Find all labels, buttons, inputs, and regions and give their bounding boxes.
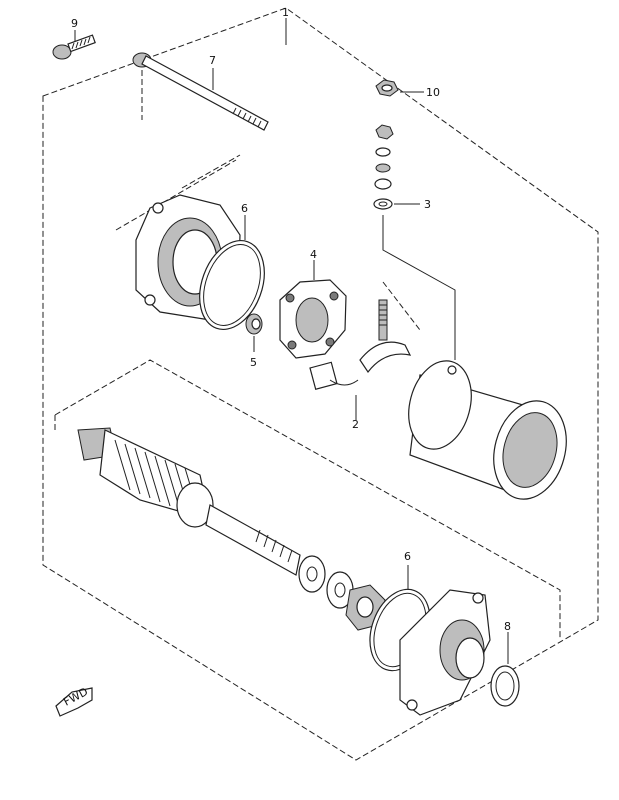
through-bolt-part-7 (132, 52, 269, 131)
callout-9: 9 (71, 17, 78, 30)
callout-8: 8 (504, 620, 511, 633)
bearing-part-5 (245, 313, 263, 335)
callout-1: 1 (282, 6, 289, 19)
shaft-washers (298, 555, 386, 631)
callout-3: 3 (424, 198, 431, 211)
assembly-boundary (42, 7, 599, 761)
callout-5: 5 (250, 356, 257, 369)
motor-yoke (408, 360, 567, 500)
callout-2: 2 (352, 418, 359, 431)
callout-6-bottom: 6 (404, 550, 411, 563)
callout-7: 7 (209, 54, 216, 67)
seal-ring-part-8 (490, 665, 520, 707)
callout-6-top: 6 (241, 202, 248, 215)
armature (77, 427, 301, 576)
brush-holder-part-2 (309, 299, 412, 390)
nut-part-10 (375, 79, 399, 97)
front-housing (399, 589, 491, 716)
bolt-part-9 (52, 34, 96, 60)
forward-arrow-icon: FWD (55, 685, 93, 717)
callout-10: 10 (426, 86, 440, 99)
o-ring-part-6-top (199, 239, 265, 331)
callout-4: 4 (310, 248, 317, 261)
brush-plate-part-4 (279, 279, 347, 359)
washer-stack-part-3 (373, 124, 394, 210)
